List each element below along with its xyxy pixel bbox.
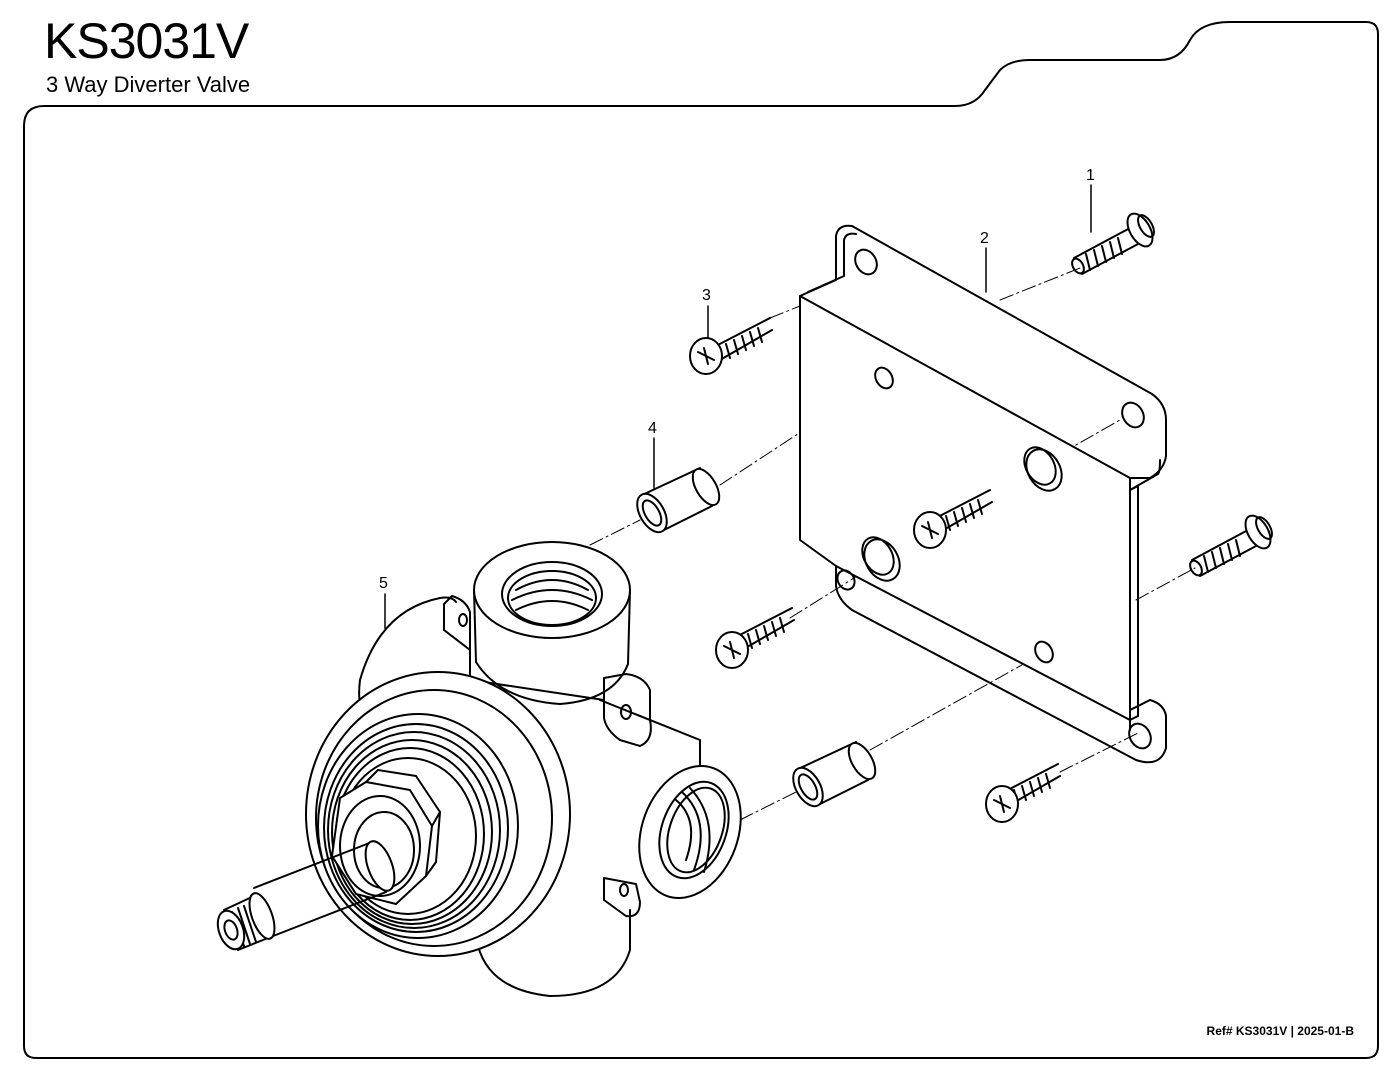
self-tapping-screw-3: [715, 607, 795, 669]
mounting-screw-upper: [1071, 212, 1155, 275]
mounting-screw-lower: [1189, 514, 1273, 577]
callout-3: 3: [702, 287, 711, 304]
self-tapping-screw-4: [985, 763, 1061, 823]
callout-1: 1: [1086, 167, 1095, 184]
callout-4: 4: [648, 420, 657, 437]
callout-5: 5: [379, 575, 388, 592]
callout-leaders: [384, 184, 1092, 629]
diagram-title: KS3031V: [44, 13, 249, 69]
reference-number: Ref# KS3031V | 2025-01-B: [1206, 1024, 1354, 1038]
self-tapping-screw-1: [689, 317, 773, 375]
diverter-valve-body: [216, 541, 742, 997]
drawing-frame: [23, 21, 1379, 1059]
spacer-tube-lower: [792, 741, 877, 808]
spacer-tube-upper: [636, 467, 721, 534]
diagram-subtitle: 3 Way Diverter Valve: [46, 72, 251, 97]
self-tapping-screw-2: [913, 489, 993, 549]
mounting-bracket: [799, 224, 1167, 764]
callout-2: 2: [980, 230, 989, 247]
